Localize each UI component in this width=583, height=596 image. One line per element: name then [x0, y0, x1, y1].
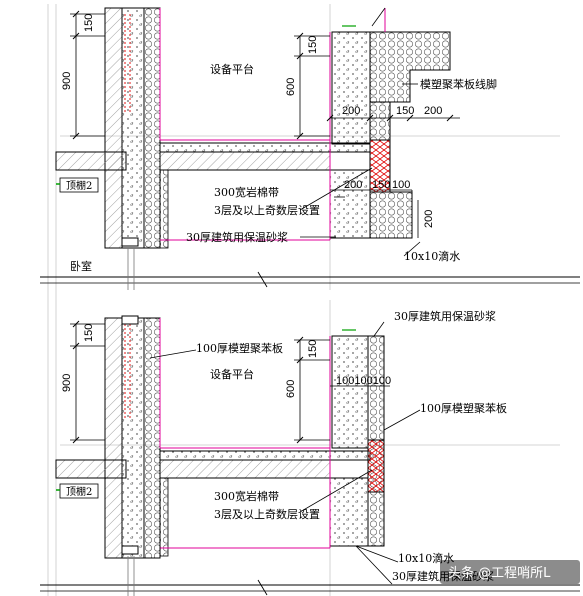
bottom-label-eps100-top: 100厚模塑聚苯板 [196, 341, 283, 355]
top-label-platform: 设备平台 [210, 62, 254, 76]
top-dim-150-lower: 150 [372, 179, 390, 191]
top-label-drip: 10x10滴水 [404, 249, 460, 263]
top-slab-left [55, 151, 127, 171]
bottom-dim-150-right: 150 [307, 340, 319, 358]
top-label-bedroom: 卧室 [70, 259, 92, 273]
top-dim-200-vert: 200 [423, 210, 435, 228]
watermark: 头条 @工程哨所L [440, 560, 580, 584]
top-dim-200-a: 200 [342, 105, 360, 117]
bottom-dim-150-left: 150 [83, 324, 95, 342]
top-skirting-eps [369, 31, 451, 103]
bottom-label-rockwool-1: 300宽岩棉带 [214, 489, 279, 503]
top-dim-150-left: 150 [83, 14, 95, 32]
bottom-detail: 150 900 150 600 100100100 100厚模塑聚苯板 设备平台… [40, 309, 580, 596]
watermark-text: 头条 @工程哨所L [448, 565, 551, 581]
bottom-dim-100x3: 100100100 [336, 375, 391, 387]
bottom-rockwool-strip [367, 439, 385, 493]
top-dim-150-b: 150 [396, 105, 414, 117]
top-wall-hatched [104, 7, 123, 249]
bottom-slab [159, 459, 331, 479]
top-detail: 150 900 150 600 200 150 200 200 150 100 … [40, 7, 580, 290]
top-break-mark [257, 271, 268, 288]
bottom-label-rockwool-2: 3层及以上奇数层设置 [214, 508, 320, 521]
top-dim-100-lower: 100 [392, 179, 410, 191]
top-slab [159, 151, 331, 171]
top-dim-200-c: 200 [424, 105, 442, 117]
bottom-label-eps100-right: 100厚模塑聚苯板 [420, 401, 507, 415]
bottom-wall-hatched [104, 317, 123, 559]
bottom-label-mortar-bottom: 30厚建筑用保温砂浆 [392, 569, 494, 583]
top-label-skirting: 模塑聚苯板线脚 [420, 77, 497, 91]
top-dim-600: 600 [285, 78, 297, 96]
top-dim-200-lower: 200 [344, 179, 362, 191]
bottom-parapet [331, 335, 369, 449]
bottom-label-platform: 设备平台 [210, 367, 254, 381]
top-label-rockwool-2: 3层及以上奇数层设置 [214, 204, 320, 217]
bottom-label-mortar-top: 30厚建筑用保温砂浆 [394, 309, 496, 323]
bottom-dim-900: 900 [61, 374, 73, 392]
top-label-ceiling: 顶棚2 [66, 179, 92, 192]
top-label-mortar: 30厚建筑用保温砂浆 [186, 230, 288, 244]
top-parapet [331, 31, 371, 145]
bottom-wall-eps [143, 317, 161, 559]
bottom-dim-600: 600 [285, 380, 297, 398]
bottom-label-ceiling: 顶棚2 [66, 485, 92, 498]
bottom-label-drip: 10x10滴水 [398, 551, 454, 565]
top-label-rockwool-1: 300宽岩棉带 [214, 185, 279, 199]
top-dim-150-right: 150 [307, 36, 319, 54]
top-dim-900: 900 [61, 72, 73, 90]
top-wall-eps [143, 7, 161, 249]
